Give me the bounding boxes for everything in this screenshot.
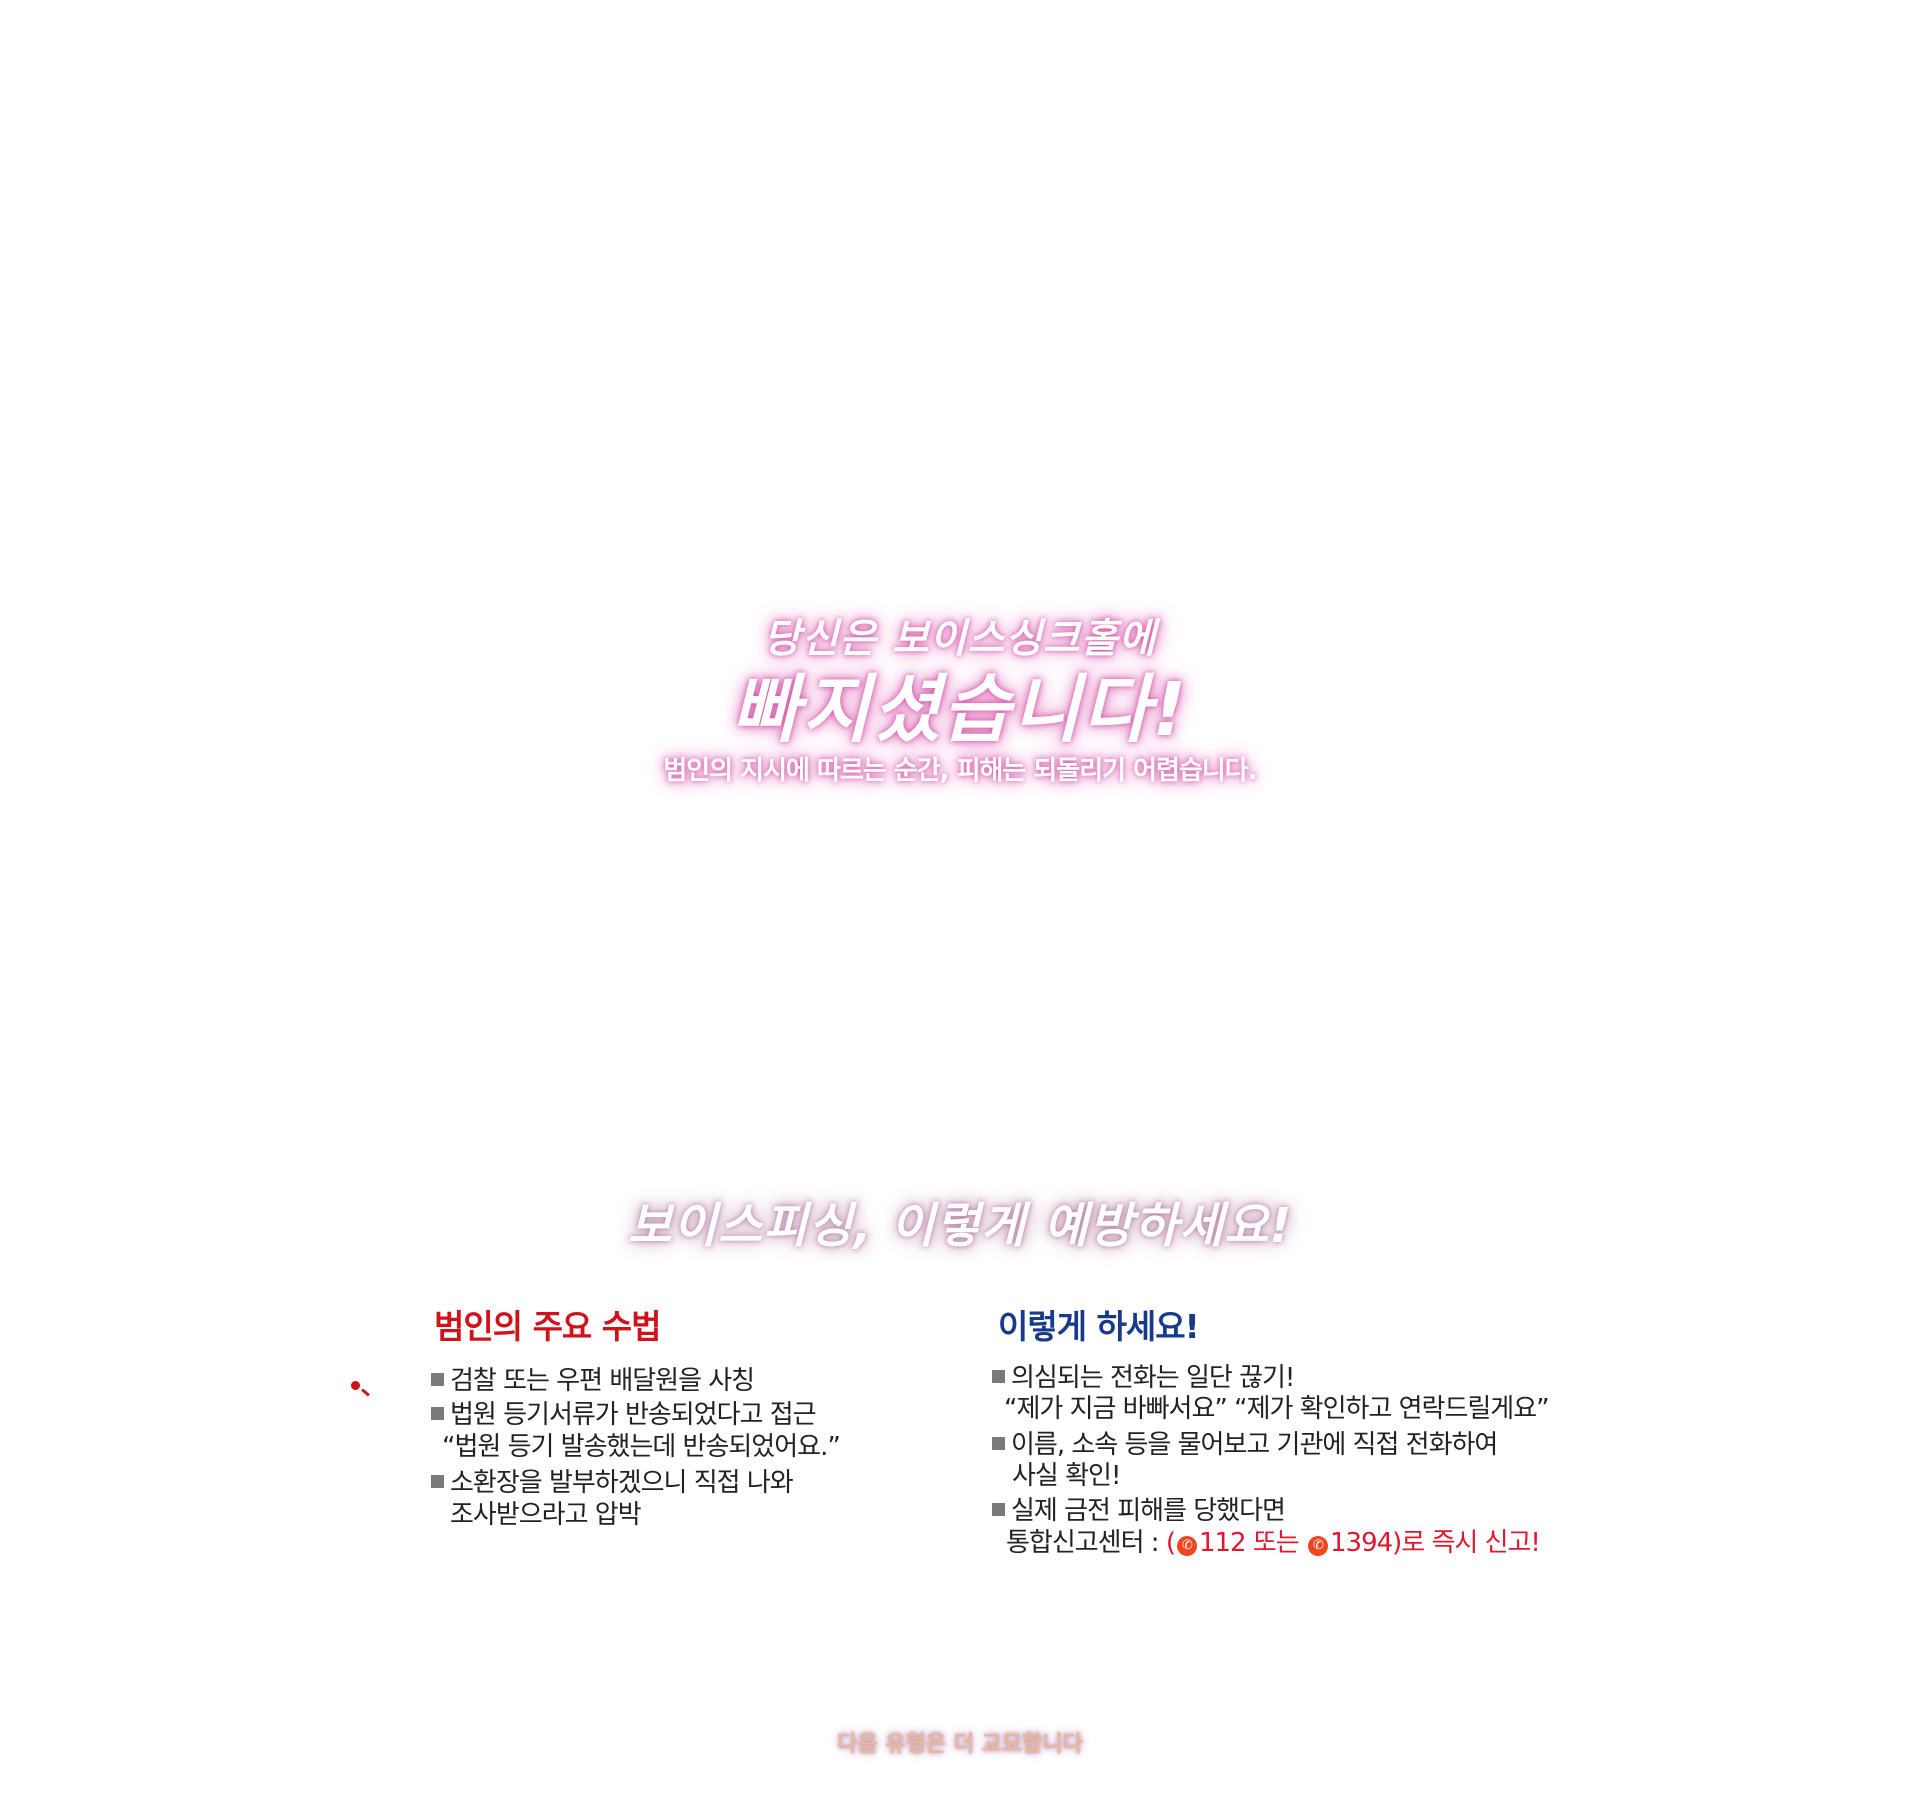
list-item: 이름, 소속 등을 물어보고 기관에 직접 전화하여 [992, 1424, 1498, 1461]
paren: ( [1165, 1528, 1176, 1558]
list-item-text: 소환장을 발부하겠으니 직접 나와 [450, 1468, 794, 1498]
hero-subtitle: 범인의 지시에 따르는 순간, 피해는 되돌리기 어렵습니다. [663, 756, 1257, 786]
or-text: 또는 [1245, 1528, 1306, 1558]
report-label: 통합신고센터 : [1006, 1528, 1166, 1558]
phone-icon: ✆ [1307, 1536, 1328, 1556]
footer-teaser: 다음 유형은 더 교묘합니다 [837, 1732, 1083, 1757]
bullet-icon [992, 1370, 1005, 1383]
bullet-icon [992, 1437, 1005, 1450]
bullet-icon [992, 1503, 1005, 1516]
list-item-text: 의심되는 전화는 일단 끊기! [1011, 1363, 1295, 1393]
report-suffix: )로 즉시 신고! [1392, 1528, 1541, 1558]
list-item-cont: 조사받으라고 압박 [450, 1500, 642, 1530]
bullet-icon [431, 1373, 444, 1386]
list-item-text: 실제 금전 피해를 당했다면 [1011, 1496, 1286, 1526]
list-item: 실제 금전 피해를 당했다면 [992, 1490, 1286, 1527]
list-item-text: 법원 등기서류가 반송되었다고 접근 [450, 1400, 817, 1430]
section-title: 보이스피싱, 이렇게 예방하세요! [627, 1198, 1293, 1254]
report-line: 통합신고센터 : (✆112 또는 ✆1394)로 즉시 신고! [1006, 1522, 1541, 1559]
list-item-quote: “제가 지금 바빠서요” “제가 확인하고 연락드릴게요” [1004, 1394, 1550, 1424]
magnifier-icon [351, 1381, 360, 1390]
phone-number-1394: 1394 [1329, 1528, 1393, 1558]
list-item: 검찰 또는 우편 배달원을 사칭 [431, 1360, 755, 1397]
phone-icon: ✆ [1176, 1536, 1197, 1556]
list-item: 의심되는 전화는 일단 끊기! [992, 1357, 1295, 1394]
list-item-text: 이름, 소속 등을 물어보고 기관에 직접 전화하여 [1011, 1430, 1498, 1460]
list-item: 법원 등기서류가 반송되었다고 접근 [431, 1394, 817, 1431]
criminal-methods-heading: 범인의 주요 수법 [434, 1307, 661, 1346]
list-item-cont: 사실 확인! [1012, 1461, 1121, 1491]
hero-line-1: 당신은 보이스싱크홀에 [763, 616, 1157, 662]
phone-number-112: 112 [1198, 1528, 1247, 1558]
bullet-icon [431, 1407, 444, 1420]
how-to-heading: 이렇게 하세요! [998, 1307, 1200, 1346]
magnifier-handle-icon [361, 1388, 370, 1397]
list-item: 소환장을 발부하겠으니 직접 나와 [431, 1462, 794, 1499]
list-item-text: 검찰 또는 우편 배달원을 사칭 [450, 1366, 755, 1396]
bullet-icon [431, 1475, 444, 1488]
list-item-quote: “법원 등기 발송했는데 반송되었어요.” [442, 1432, 841, 1462]
hero-line-2: 빠지셨습니다! [731, 667, 1189, 753]
